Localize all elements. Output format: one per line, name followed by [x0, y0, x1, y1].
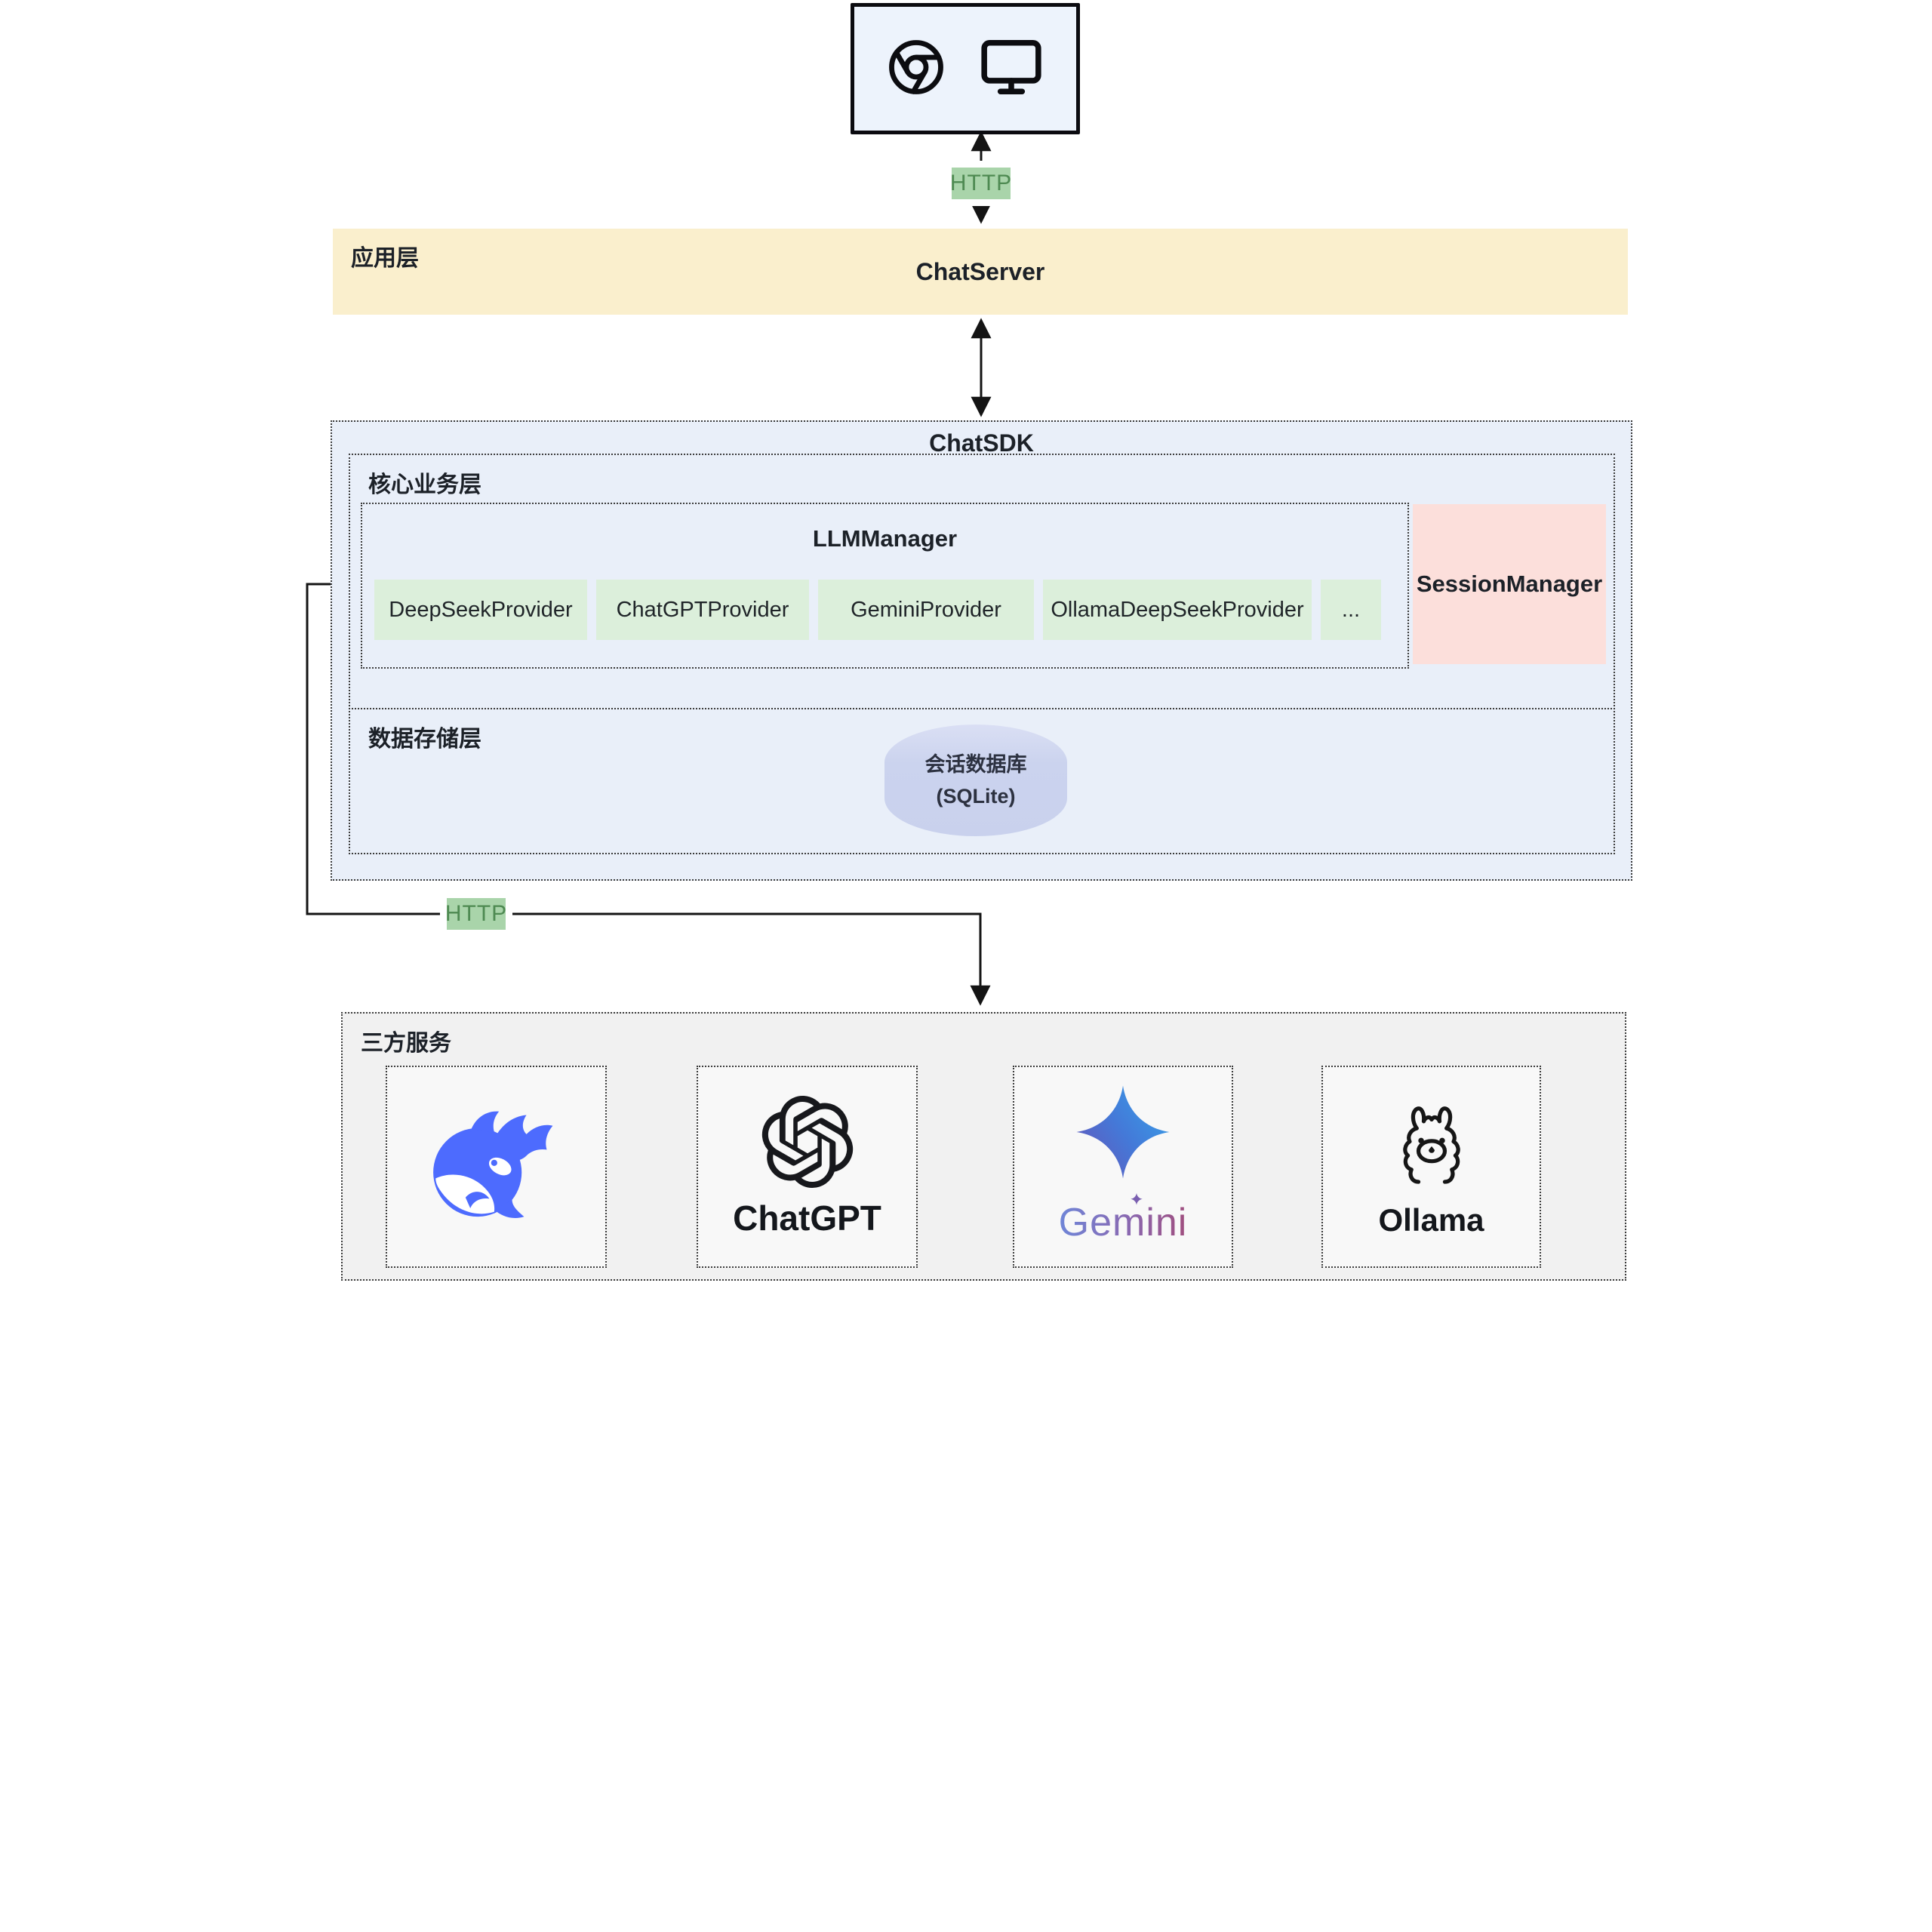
client-device-box — [851, 3, 1080, 134]
gemini-star-icon — [1075, 1082, 1171, 1186]
chatsdk-title: ChatSDK — [929, 429, 1034, 457]
service-box-ollama: Ollama — [1321, 1066, 1541, 1268]
ollama-wordmark: Ollama — [1378, 1201, 1484, 1238]
ollama-llama-icon — [1387, 1096, 1476, 1196]
chatserver-node: ChatServer — [915, 257, 1045, 285]
db-engine-line: (SQLite) — [936, 785, 1016, 808]
provider-box: DeepSeekProvider — [374, 580, 587, 640]
provider-box: OllamaDeepSeekProvider — [1043, 580, 1312, 640]
service-box-chatgpt: ChatGPT — [697, 1066, 918, 1268]
service-box-gemini: Gemini — [1013, 1066, 1233, 1268]
session-manager-box: SessionManager — [1413, 504, 1606, 664]
chatgpt-wordmark: ChatGPT — [733, 1198, 881, 1238]
gemini-wordmark: Gemini — [1059, 1201, 1188, 1244]
http-badge-top: HTTP — [950, 168, 1011, 199]
provider-box: ChatGPTProvider — [596, 580, 809, 640]
app-layer-label: 应用层 — [351, 246, 419, 271]
storage-layer-label: 数据存储层 — [368, 727, 481, 752]
third-party-label: 三方服务 — [361, 1031, 451, 1056]
provider-box: ... — [1321, 580, 1381, 640]
http-badge-side: HTTP — [445, 898, 506, 930]
core-layer-label: 核心业务层 — [368, 472, 481, 497]
app-layer-box: 应用层 ChatServer — [333, 229, 1628, 315]
provider-box: GeminiProvider — [818, 580, 1034, 640]
gemini-wordmark-group: Gemini — [1029, 1192, 1217, 1251]
deepseek-whale-icon — [425, 1105, 568, 1229]
session-db-cylinder: 会话数据库 (SQLite) — [884, 724, 1067, 836]
llmmanager-title: LLMManager — [812, 525, 958, 552]
service-box-deepseek — [386, 1066, 607, 1268]
chrome-icon — [887, 38, 946, 100]
openai-logo-icon — [761, 1095, 854, 1192]
llmmanager-thirdparty-arrow — [306, 574, 991, 1006]
monitor-icon — [979, 35, 1044, 103]
db-name-line: 会话数据库 — [924, 753, 1027, 776]
